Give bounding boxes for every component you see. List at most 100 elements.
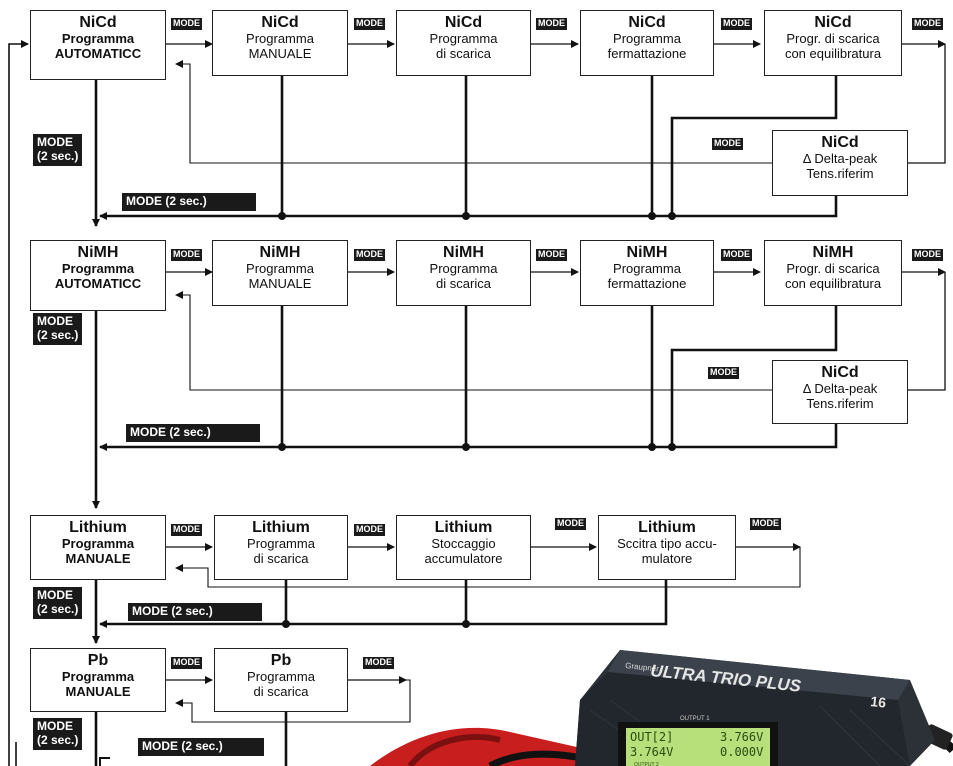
mode-tag: MODE <box>750 518 781 530</box>
mode-text: MODE <box>37 315 78 329</box>
box-line2: MANUALE <box>31 685 165 700</box>
box-line2: fermattazione <box>581 277 713 292</box>
mode-2sec-tag: MODE (2 sec.) <box>33 587 82 619</box>
box-line1: Programma <box>581 262 713 277</box>
box-title: NiCd <box>581 14 713 32</box>
lithium-storage-box: Lithium Stoccaggio accumulatore <box>396 515 531 580</box>
box-title: NiCd <box>773 134 907 152</box>
box-title: NiCd <box>213 14 347 32</box>
box-line2: accumulatore <box>397 552 530 567</box>
box-title: Lithium <box>31 519 165 537</box>
box-title: NiCd <box>31 14 165 32</box>
box-line2: fermattazione <box>581 47 713 62</box>
mode-tag: MODE <box>171 657 202 669</box>
sec-text: (2 sec.) <box>37 329 78 343</box>
lithium-manual-box: Lithium Programma MANUALE <box>30 515 166 580</box>
mode-tag: MODE <box>712 138 743 150</box>
pb-discharge-box: Pb Programma di scarica <box>214 648 348 712</box>
box-line2: di scarica <box>215 552 347 567</box>
device-model-text: 16 <box>870 693 887 711</box>
nicd-deltapeak-box: NiCd Δ Delta-peak Tens.riferim <box>772 130 908 196</box>
pb-manual-box: Pb Programma MANUALE <box>30 648 166 712</box>
mode-2sec-label: MODE (2 sec.) <box>138 738 264 756</box>
nimh-manual-box: NiMH Programma MANUALE <box>212 240 348 306</box>
box-line2: con equilibratura <box>765 47 901 62</box>
mode-tag: MODE <box>171 249 202 261</box>
box-title: Lithium <box>215 519 347 537</box>
mode-2sec-tag: MODE (2 sec.) <box>33 718 82 750</box>
mode-tag: MODE <box>536 249 567 261</box>
mode-tag: MODE <box>708 367 739 379</box>
nimh-balancing-box: NiMH Progr. di scarica con equilibratura <box>764 240 902 306</box>
mode-tag: MODE <box>536 18 567 30</box>
box-line1: Programma <box>215 670 347 685</box>
box-line1: Programma <box>31 32 165 47</box>
box-line2: AUTOMATICC <box>31 47 165 62</box>
box-line2: AUTOMATICC <box>31 277 165 292</box>
sec-text: (2 sec.) <box>37 734 78 748</box>
mode-2sec-tag: MODE (2 sec.) <box>33 134 82 166</box>
lcd-line2-right: 0.000V <box>720 745 763 759</box>
mode-tag: MODE <box>354 18 385 30</box>
box-title: Lithium <box>397 519 530 537</box>
nicd-manual-box: NiCd Programma MANUALE <box>212 10 348 76</box>
lcd-line1-right: 3.766V <box>720 730 763 744</box>
box-line1: Programma <box>213 262 347 277</box>
mode-tag: MODE <box>171 18 202 30</box>
nimh-automatic-box: NiMH Programma AUTOMATICC <box>30 240 166 311</box>
box-line1: Programma <box>397 32 530 47</box>
mode-tag: MODE <box>555 518 586 530</box>
box-line2: MANUALE <box>213 47 347 62</box>
box-title: Lithium <box>599 519 735 537</box>
lithium-discharge-box: Lithium Programma di scarica <box>214 515 348 580</box>
box-title: NiCd <box>397 14 530 32</box>
box-title: NiMH <box>765 244 901 262</box>
mode-text: MODE <box>37 720 78 734</box>
lcd-line1-left: OUT[2] <box>630 730 673 744</box>
box-line1: Δ Delta-peak <box>773 382 907 397</box>
mode-text: MODE <box>37 136 78 150</box>
charger-device-photo: Graupner ULTRA TRIO PLUS 16 OUTPUT 1 OUT… <box>350 640 953 766</box>
nicd-fermattazione-box: NiCd Programma fermattazione <box>580 10 714 76</box>
lcd-output2-label: OUTPUT 2 <box>634 762 659 766</box>
box-title: NiCd <box>773 364 907 382</box>
box-line2: di scarica <box>397 47 530 62</box>
mode-tag: MODE <box>354 524 385 536</box>
box-line1: Programma <box>397 262 530 277</box>
mode-tag: MODE <box>912 249 943 261</box>
box-line2: con equilibratura <box>765 277 901 292</box>
box-title: NiMH <box>213 244 347 262</box>
mode-2sec-label: MODE (2 sec.) <box>126 424 260 442</box>
lcd-output1-label: OUTPUT 1 <box>680 716 710 722</box>
box-title: NiMH <box>397 244 530 262</box>
lcd-line2-left: 3.764V <box>630 745 673 759</box>
box-title: NiMH <box>31 244 165 262</box>
box-line1: Sccitra tipo accu- <box>599 537 735 552</box>
mode-tag: MODE <box>721 249 752 261</box>
box-title: Pb <box>215 652 347 670</box>
box-line1: Programma <box>31 670 165 685</box>
box-line1: Programma <box>31 537 165 552</box>
lithium-battery-type-box: Lithium Sccitra tipo accu- mulatore <box>598 515 736 580</box>
nimh-deltapeak-box: NiCd Δ Delta-peak Tens.riferim <box>772 360 908 424</box>
box-line1: Progr. di scarica <box>765 262 901 277</box>
mode-tag: MODE <box>354 249 385 261</box>
mode-tag: MODE <box>171 524 202 536</box>
box-line2: MANUALE <box>31 552 165 567</box>
sec-text: (2 sec.) <box>37 603 78 617</box>
box-title: Pb <box>31 652 165 670</box>
box-title: NiMH <box>581 244 713 262</box>
mode-tag: MODE <box>721 18 752 30</box>
box-line2: MANUALE <box>213 277 347 292</box>
nicd-automatic-box: NiCd Programma AUTOMATICC <box>30 10 166 80</box>
nicd-balancing-box: NiCd Progr. di scarica con equilibratura <box>764 10 902 76</box>
sec-text: (2 sec.) <box>37 150 78 164</box>
mode-2sec-label: MODE (2 sec.) <box>128 603 262 621</box>
box-title: NiCd <box>765 14 901 32</box>
charger-illustration: Graupner ULTRA TRIO PLUS 16 OUTPUT 1 OUT… <box>350 640 953 766</box>
nimh-fermattazione-box: NiMH Programma fermattazione <box>580 240 714 306</box>
nimh-discharge-box: NiMH Programma di scarica <box>396 240 531 306</box>
mode-2sec-label: MODE (2 sec.) <box>122 193 256 211</box>
box-line2: mulatore <box>599 552 735 567</box>
mode-tag: MODE <box>912 18 943 30</box>
